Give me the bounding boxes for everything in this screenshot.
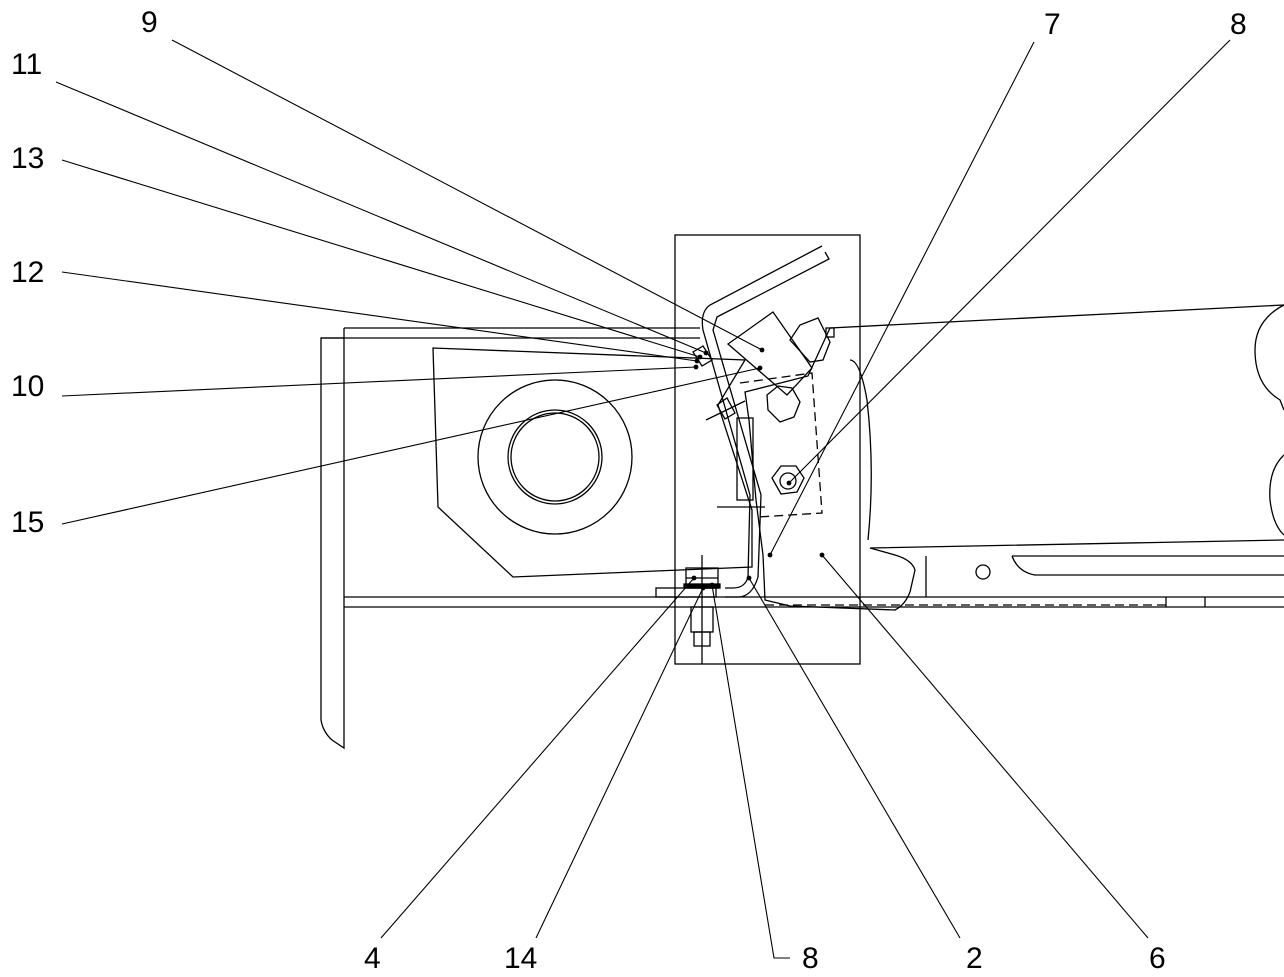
dot-10: [693, 364, 699, 370]
leader-15: [61, 367, 761, 525]
mounting-plate: [674, 234, 861, 665]
dot-11: [703, 350, 709, 356]
leader-14: [535, 587, 704, 939]
dot-2: [746, 575, 752, 581]
dot-8-bottom: [709, 582, 715, 588]
callout-15: 15: [11, 506, 44, 539]
leader-13: [61, 159, 701, 358]
leader-2: [748, 577, 961, 939]
callout-labels: 9 11 13 12 10 15 7 8 4 14 8 2 6: [11, 6, 1247, 975]
callout-8-top: 8: [1230, 8, 1247, 41]
lever-arm-curve: [849, 359, 872, 541]
callout-13: 13: [11, 142, 44, 175]
callout-10: 10: [11, 370, 44, 403]
bushing-inner: [510, 412, 600, 502]
dot-12: [694, 358, 700, 364]
dot-6: [819, 552, 825, 558]
bracket-inner: [701, 245, 823, 589]
bracket: [712, 251, 830, 598]
clamp-stud: [825, 327, 835, 338]
leader-12: [61, 271, 698, 362]
leader-7: [769, 41, 1035, 556]
fastener-lower-shaft: [705, 400, 746, 421]
leader-4: [380, 577, 695, 939]
target-dots: [691, 347, 825, 591]
callout-4: 4: [364, 942, 381, 975]
dot-9: [759, 347, 765, 353]
bushing-mid: [507, 409, 603, 505]
bottom-washer: [655, 587, 717, 598]
callout-6: 6: [1149, 942, 1166, 975]
lever-arm-right-profile-2: [1269, 454, 1284, 536]
rail-slot: [1011, 555, 1284, 576]
dot-7: [767, 552, 773, 558]
rail-hole: [975, 564, 991, 580]
dot-4: [691, 575, 697, 581]
leader-11: [55, 81, 707, 354]
callout-12: 12: [11, 256, 44, 289]
dot-8-top: [786, 480, 792, 486]
lever-arm-right-profile: [1254, 304, 1284, 411]
callout-9: 9: [141, 6, 158, 39]
callout-8-bottom: 8: [802, 942, 819, 975]
left-post: [320, 337, 345, 750]
leader-9: [171, 39, 763, 351]
callout-14: 14: [504, 942, 537, 975]
fastener-lower: [716, 397, 736, 420]
hex-bolt-lower-core: [779, 472, 797, 490]
callout-2: 2: [966, 942, 983, 975]
clamp-nut: [789, 317, 831, 363]
leader-8-top: [788, 39, 1231, 484]
dot-13: [697, 354, 703, 360]
callout-7: 7: [1044, 8, 1061, 41]
leader-10: [61, 366, 697, 397]
callout-11: 11: [11, 48, 42, 81]
assembly-geometry: [320, 234, 1284, 750]
bushing-outer: [477, 379, 633, 535]
lever-arm: [744, 304, 1284, 611]
leader-lines: [55, 39, 1231, 959]
dot-15: [757, 365, 763, 371]
hex-bolt-lower: [771, 465, 805, 495]
lug-plate: [432, 347, 753, 578]
dot-14: [700, 585, 706, 591]
hex-bolt-upper: [766, 385, 801, 423]
leader-6: [821, 554, 1149, 939]
hidden-outline: [739, 372, 823, 518]
leader-8-bottom: [711, 584, 790, 959]
clamp-block: [726, 311, 813, 396]
